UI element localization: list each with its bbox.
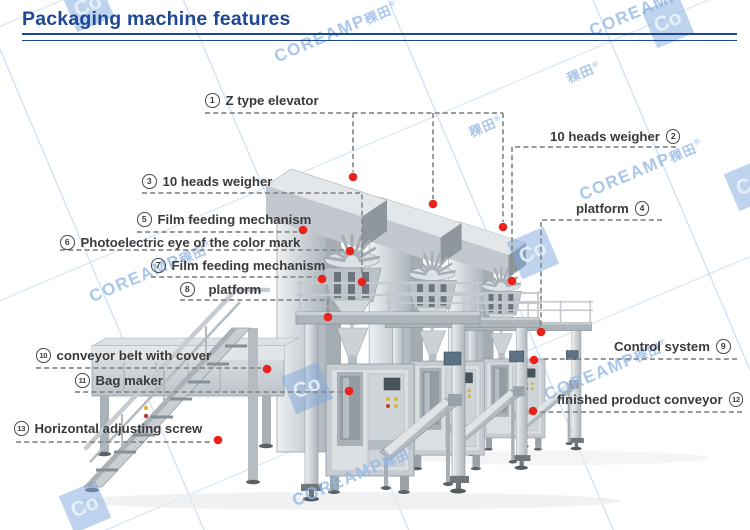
callout-horizontal-adjusting-screw: 13 Horizontal adjusting screw — [14, 421, 202, 436]
callout-10-heads-weigher-right: 10 heads weigher 2 — [550, 129, 681, 144]
callout-control-system: Control system 9 — [614, 339, 731, 354]
callout-platform-left: 8 platform — [180, 282, 261, 297]
callout-10-heads-weigher-left: 3 10 heads weigher — [142, 174, 272, 189]
callout-finished-product-conveyor: finished product conveyor 12 — [557, 392, 744, 407]
title-underline — [22, 33, 737, 41]
callout-bag-maker: 11 Bag maker — [75, 373, 163, 388]
callout-photoelectric-eye: 6 Photoelectric eye of the color mark — [60, 235, 300, 250]
callout-film-feeding-mechanism-5: 5 Film feeding mechanism — [137, 212, 311, 227]
callout-film-feeding-mechanism-7: 7 Film feeding mechanism — [151, 258, 325, 273]
callout-platform-right: platform 4 — [576, 201, 650, 216]
page-title: Packaging machine features — [22, 8, 291, 30]
callout-conveyor-belt-with-cover: 10 conveyor belt with cover — [36, 348, 211, 363]
callout-z-type-elevator: 1 Z type elevator — [205, 93, 319, 108]
